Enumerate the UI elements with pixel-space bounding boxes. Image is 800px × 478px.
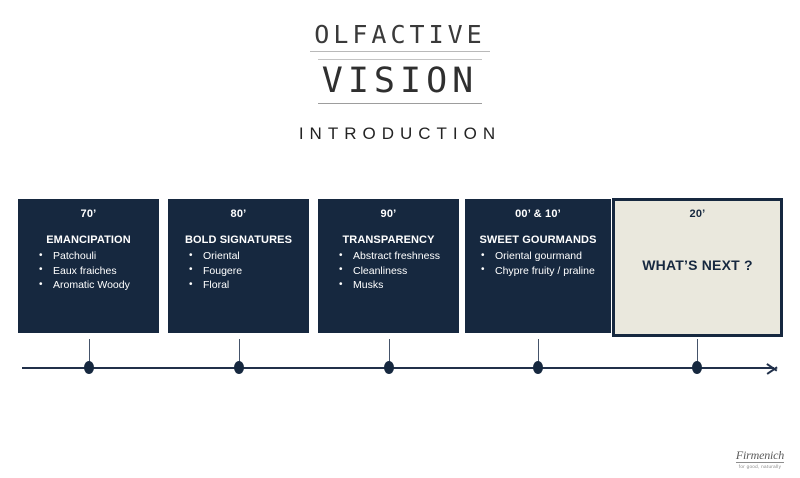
brand-name-wrap: Firmenich: [728, 447, 792, 463]
connector-stem: [389, 339, 390, 367]
timeline-card-90s[interactable]: 90’ TRANSPARENCY Abstract freshness Clea…: [318, 199, 459, 333]
card-item-list: Oriental gourmand Chypre fruity / pralin…: [472, 249, 604, 278]
connector-stem: [239, 339, 240, 367]
card-era-label: 90’: [380, 208, 397, 220]
brand-tagline: for good, naturally: [738, 464, 782, 470]
list-item: Abstract freshness: [339, 249, 452, 264]
timeline-node[interactable]: [384, 361, 394, 374]
list-item: Patchouli: [39, 249, 152, 264]
logo-text-vision: VISION: [317, 59, 483, 104]
timeline-node[interactable]: [84, 361, 94, 374]
list-item: Eaux fraiches: [39, 263, 152, 279]
connector-stem: [538, 339, 539, 367]
card-era-label: 20’: [689, 208, 706, 220]
timeline-cards: 70’ EMANCIPATION Patchouli Eaux fraiches…: [18, 198, 783, 339]
list-item: Oriental: [189, 249, 302, 264]
card-item-list: Patchouli Eaux fraiches Aromatic Woody: [25, 249, 152, 293]
timeline-node[interactable]: [234, 361, 244, 374]
presentation-logo: OLFACTIVE VISION: [0, 21, 800, 104]
timeline-card-20s-whats-next[interactable]: 20’ WHAT’S NEXT ?: [612, 198, 783, 337]
card-theme-label: TRANSPARENCY: [342, 234, 435, 247]
card-item-list: Oriental Fougere Floral: [175, 249, 302, 293]
card-era-label: 00’ & 10’: [515, 208, 561, 220]
list-item: Oriental gourmand: [481, 249, 604, 264]
arrow-right-icon: [766, 359, 782, 376]
connector-stem: [89, 339, 90, 367]
connector-stem: [697, 339, 698, 367]
timeline-card-00s-10s[interactable]: 00’ & 10’ SWEET GOURMANDS Oriental gourm…: [465, 199, 611, 333]
list-item: Aromatic Woody: [39, 278, 152, 293]
logo-line-wrap-secondary: VISION: [0, 59, 800, 104]
card-theme-label: EMANCIPATION: [46, 234, 131, 247]
list-item: Musks: [339, 278, 452, 293]
timeline-card-70s[interactable]: 70’ EMANCIPATION Patchouli Eaux fraiches…: [18, 199, 159, 333]
timeline-axis-line: [22, 367, 774, 369]
card-theme-label: SWEET GOURMANDS: [479, 234, 597, 247]
list-item: Chypre fruity / praline: [481, 263, 604, 279]
card-theme-label: BOLD SIGNATURES: [184, 234, 293, 247]
logo-text-olfactive: OLFACTIVE: [310, 21, 491, 53]
list-item: Floral: [189, 278, 302, 293]
firmenich-logo: Firmenich for good, naturally: [728, 447, 792, 470]
timeline-node[interactable]: [533, 361, 543, 374]
card-headline: WHAT’S NEXT ?: [642, 257, 753, 274]
logo-line-wrap: OLFACTIVE: [0, 21, 800, 53]
list-item: Cleanliness: [339, 263, 452, 279]
card-era-label: 70’: [80, 208, 97, 220]
timeline-node[interactable]: [692, 361, 702, 374]
card-era-label: 80’: [230, 208, 247, 220]
brand-name: Firmenich: [735, 447, 785, 463]
timeline-card-80s[interactable]: 80’ BOLD SIGNATURES Oriental Fougere Flo…: [168, 199, 309, 333]
card-item-list: Abstract freshness Cleanliness Musks: [325, 249, 452, 293]
list-item: Fougere: [189, 263, 302, 279]
page-title: INTRODUCTION: [298, 124, 502, 143]
